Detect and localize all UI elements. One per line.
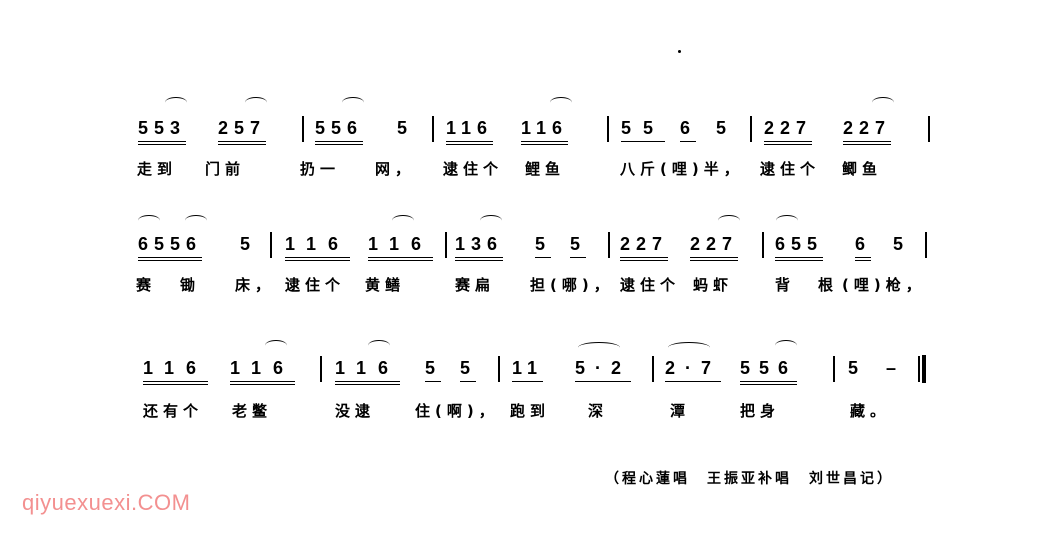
lyric: 逮住个 [760,160,821,178]
lyric: 鲫鱼 [842,160,883,178]
note-group: 6 [680,118,697,142]
slur [578,342,620,353]
note-group: 116 [230,358,296,385]
barline [925,232,927,258]
note-group: 5 [240,234,257,254]
note-group: 257 [218,118,267,145]
barline [833,356,835,382]
lyric: 八斤(哩)半， [620,160,744,178]
barline [928,116,930,142]
note-group: 5 [893,234,910,254]
credit-line: （程心蓮唱 王振亚补唱 刘世昌记） [605,471,894,487]
note-group: 655 [775,234,824,261]
slur [775,340,797,351]
lyric: 逮住个 [620,276,681,294]
lyric: 逮住个 [443,160,504,178]
slur [718,215,740,226]
lyric: 锄 [180,276,201,294]
lyric: 深 [588,402,609,420]
note-group: 116 [143,358,209,385]
note-group: 116 [285,234,351,261]
barline [498,356,500,382]
note-group: 6 [855,234,872,261]
note-group: 5 [848,358,865,378]
barline [652,356,654,382]
lyric: 黄鳝 [365,276,406,294]
slur [342,97,364,108]
note-group: – [886,358,903,378]
final-barline-thin [918,356,920,382]
watermark: qiyuexuexi.COM [22,490,191,515]
lyric: 根 [818,276,839,294]
note-group: 6556 [138,234,203,261]
lyric: 背 [775,276,796,294]
note-group: 116 [368,234,434,261]
lyric: 网， [375,160,416,178]
note-group: 5 [716,118,733,138]
note-group: 5 [425,358,442,382]
barline [270,232,272,258]
lyric: 潭 [670,402,691,420]
note-group: 227 [690,234,739,261]
lyric: (哩)枪， [842,276,926,294]
note-group: 136 [455,234,504,261]
lyric: 跑到 [510,402,551,420]
lyric: 扔一 [300,160,341,178]
slur [245,97,267,108]
lyric: 把身 [740,402,781,420]
barline [445,232,447,258]
note-group: 227 [620,234,669,261]
lyric: 逮住个 [285,276,346,294]
lyric: 没逮 [335,402,376,420]
slur [265,340,287,351]
note-group: 5 [535,234,552,258]
barline [432,116,434,142]
note-group: 5·2 [575,358,632,382]
note-group: 227 [843,118,892,145]
slur [776,215,798,226]
barline [762,232,764,258]
barline [750,116,752,142]
slur [480,215,502,226]
barline [302,116,304,142]
final-barline-thick [922,355,926,383]
note-group: 553 [138,118,187,145]
lyric: 鲤鱼 [525,160,566,178]
note-group: 5 [460,358,477,382]
lyric: 住(啊)， [415,402,499,420]
lyric: 赛扁 [455,276,496,294]
lyric: 老鳖 [232,402,273,420]
note-group: 11 [512,358,544,382]
slur [872,97,894,108]
slur [668,342,710,353]
note-group: 116 [521,118,569,145]
lyric: 门前 [205,160,246,178]
lyric: 藏。 [850,402,891,420]
lyric: 担(哪)， [530,276,614,294]
note-group: 2·7 [665,358,722,382]
slur [392,215,414,226]
slur [368,340,390,351]
slur [165,97,187,108]
lyric: 蚂虾 [693,276,734,294]
barline [608,232,610,258]
lyric: 还有个 [143,402,204,420]
note-group: 227 [764,118,813,145]
stray-mark [678,50,681,53]
note-group: 116 [335,358,401,385]
barline [320,356,322,382]
lyric: 赛 [136,276,157,294]
lyric: 走到 [137,160,178,178]
barline [607,116,609,142]
note-group: 5 [570,234,587,258]
note-group: 55 [621,118,666,142]
note-group: 556 [315,118,364,145]
slur [185,215,207,226]
slur [550,97,572,108]
slur [138,215,160,226]
note-group: 116 [446,118,494,145]
lyric: 床， [235,276,276,294]
note-group: 556 [740,358,798,385]
note-group: 5 [397,118,414,138]
